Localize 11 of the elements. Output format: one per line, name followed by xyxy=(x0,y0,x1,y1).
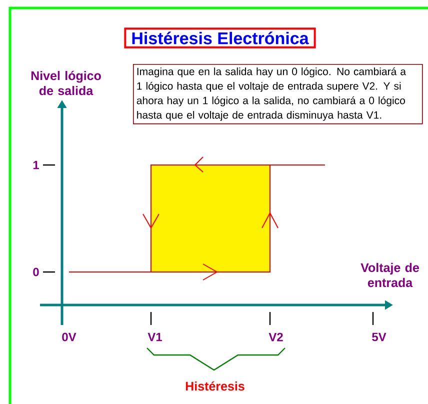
tick-label: V1 xyxy=(148,332,162,342)
tick-label: 0 xyxy=(33,268,39,276)
bracket-label: Histéresis xyxy=(186,381,244,391)
tick-label: 1 xyxy=(33,160,39,170)
tick-label: 5V xyxy=(372,332,386,342)
note-box: Imagina que en la salida hay un 0 lógico. No cambiará a 1 lógico hasta que el voltaje de entrada supere V2. Y si ahora hay un 1 lógico a la salida, no cambiará a 0 lógico hasta que el voltaje de entrada disminuya hasta V1. xyxy=(133,64,423,124)
axis-label: Nivel lógico de salida xyxy=(31,70,101,96)
title-box: Histéresis Electrónica xyxy=(124,28,316,48)
tick-label: 0V xyxy=(62,332,76,342)
tick-label: V2 xyxy=(268,332,283,342)
axis-label: Voltaje de entrada xyxy=(360,262,419,288)
